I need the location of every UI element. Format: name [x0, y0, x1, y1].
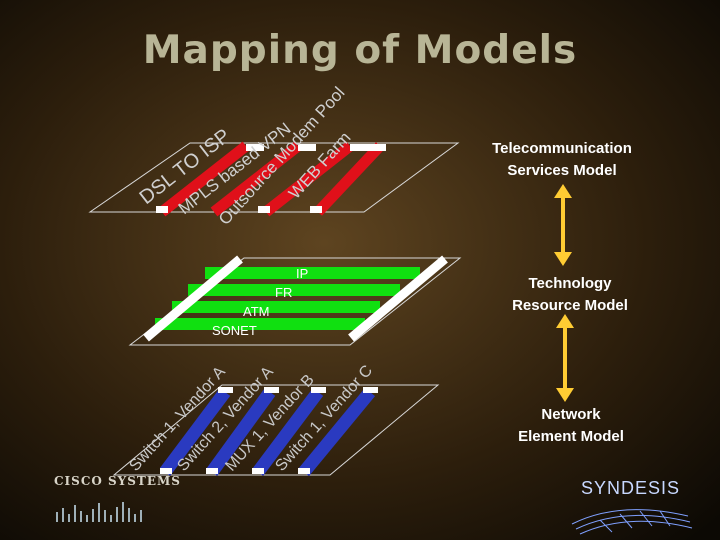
services-bar-web — [313, 142, 385, 216]
services-model-line: Telecommunication — [492, 140, 632, 157]
technology-label: FR — [275, 285, 292, 300]
arrow-head — [556, 314, 574, 328]
network-model-line: Element Model — [518, 428, 624, 445]
network-label: Switch 1, Vendor C — [272, 362, 376, 475]
arrow-technology-network — [556, 314, 574, 402]
technology-connector — [348, 255, 448, 342]
arrow-services-technology — [554, 184, 572, 266]
services-layer: DSL TO ISP MPLS based VPN Outsource Mode… — [88, 83, 460, 229]
technology-model-line: Technology — [528, 275, 612, 292]
technology-model-label: Technology Resource Model — [470, 273, 670, 317]
network-model-label: Network Element Model — [476, 404, 666, 448]
services-cap — [156, 206, 168, 213]
services-cap — [310, 206, 322, 213]
network-layer: Switch 1, Vendor A Switch 2, Vendor A MU… — [112, 362, 440, 477]
technology-label: IP — [296, 266, 308, 281]
network-cap — [311, 387, 326, 393]
network-model-line: Network — [541, 406, 601, 423]
network-cap — [218, 387, 233, 393]
arrow-head — [556, 388, 574, 402]
arrow-head — [554, 184, 572, 198]
network-plane — [112, 384, 440, 476]
network-bar-switch1a — [159, 388, 231, 476]
network-cap — [363, 387, 378, 393]
cisco-logo: CISCO SYSTEMS — [54, 474, 181, 488]
syndesis-logo-icon — [571, 509, 693, 535]
services-bar-dsl — [158, 141, 250, 217]
technology-label: ATM — [243, 304, 269, 319]
services-cap — [350, 144, 368, 151]
technology-label: SONET — [212, 323, 257, 338]
page-title: Mapping of Models — [142, 28, 578, 73]
network-cap — [264, 387, 279, 393]
technology-model-line: Resource Model — [512, 297, 628, 314]
services-model-line: Services Model — [507, 162, 617, 179]
technology-layer: IP FR ATM SONET — [128, 255, 462, 346]
services-bar-mpls — [210, 141, 302, 217]
services-plane — [88, 142, 460, 213]
services-cap — [258, 206, 270, 213]
network-cap — [252, 468, 264, 474]
network-cap — [160, 468, 172, 474]
services-cap — [246, 144, 264, 151]
technology-bar-ip — [205, 267, 420, 279]
cisco-logo-icon — [56, 502, 142, 522]
syndesis-logo: SYNDESIS — [581, 478, 681, 498]
services-model-label: Telecommunication Services Model — [462, 138, 662, 182]
arrow-head — [554, 252, 572, 266]
technology-bar-sonet — [155, 318, 365, 330]
services-bar-modem — [262, 141, 354, 217]
network-bar-mux1b — [252, 388, 324, 476]
technology-bar-atm — [172, 301, 380, 313]
technology-bar-fr — [188, 284, 400, 296]
network-bar-switch1c — [298, 387, 376, 477]
network-bar-switch2a — [206, 388, 276, 476]
network-cap — [298, 468, 310, 474]
technology-connector — [143, 255, 243, 342]
network-cap — [206, 468, 218, 474]
services-cap — [298, 144, 316, 151]
services-cap — [368, 144, 386, 151]
